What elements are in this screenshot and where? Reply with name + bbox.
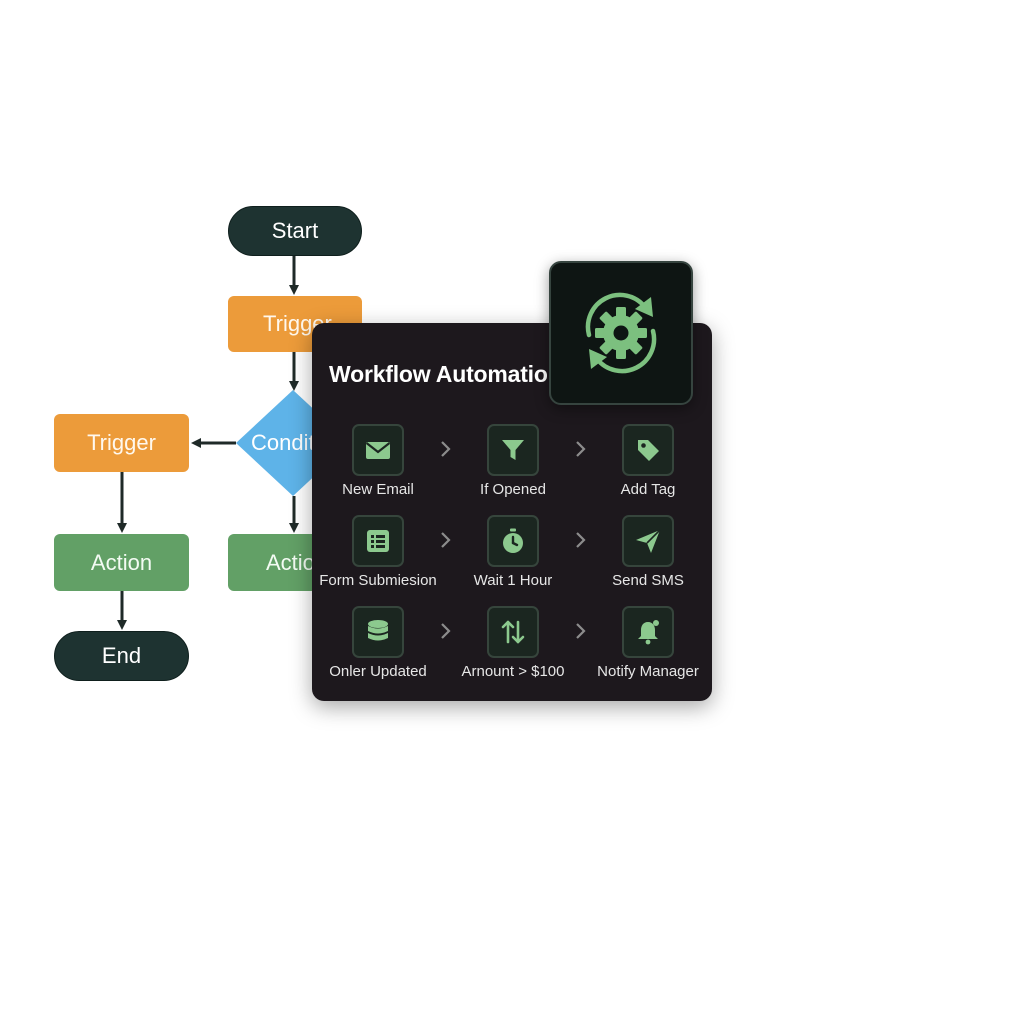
- step-label: Form Submiesion: [319, 572, 437, 589]
- trigger-node-left: Trigger: [54, 414, 189, 472]
- envelope-icon: [352, 424, 404, 476]
- step-label: Onler Updated: [329, 663, 427, 680]
- chevron-right-icon: [576, 623, 586, 639]
- trigger-node-left-label: Trigger: [87, 430, 156, 455]
- step-label: New Email: [342, 481, 414, 498]
- step-order-updated[interactable]: Onler Updated: [308, 606, 448, 686]
- condition-node-label: Conditi: [251, 430, 320, 455]
- step-new-email[interactable]: New Email: [308, 424, 448, 504]
- chevron-right-icon: [441, 623, 451, 639]
- step-label: Add Tag: [620, 481, 676, 498]
- step-label: If Opened: [480, 481, 546, 498]
- chevron-right-icon: [576, 532, 586, 548]
- chevron-right-icon: [576, 441, 586, 457]
- step-form-submission[interactable]: Form Submiesion: [308, 515, 448, 595]
- end-node: End: [54, 631, 189, 681]
- send-icon: [622, 515, 674, 567]
- panel-title: Workflow Automation: [329, 361, 562, 387]
- arrows-up-down-icon: [487, 606, 539, 658]
- action-node-left-label: Action: [90, 549, 153, 575]
- start-node-label: Start: [271, 218, 319, 243]
- action-node-left: Action: [54, 534, 189, 591]
- action-node-right: Actio: [228, 534, 318, 591]
- step-add-tag[interactable]: Add Tag: [578, 424, 718, 504]
- tag-icon: [622, 424, 674, 476]
- step-notify-manager[interactable]: Notify Manager: [578, 606, 718, 686]
- step-label: Arnount > $100: [461, 663, 565, 680]
- step-wait-1-hour[interactable]: Wait 1 Hour: [443, 515, 583, 595]
- end-node-label: End: [101, 643, 142, 668]
- filter-icon: [487, 424, 539, 476]
- start-node: Start: [228, 206, 362, 256]
- chevron-right-icon: [441, 441, 451, 457]
- step-label: Notify Manager: [597, 663, 699, 680]
- form-list-icon: [352, 515, 404, 567]
- step-label: Send SMS: [612, 572, 684, 589]
- chevron-right-icon: [441, 532, 451, 548]
- step-send-sms[interactable]: Send SMS: [578, 515, 718, 595]
- bell-icon: [622, 606, 674, 658]
- stopwatch-icon: [487, 515, 539, 567]
- action-node-right-label: Actio: [266, 549, 315, 575]
- step-label: Wait 1 Hour: [473, 572, 553, 589]
- step-if-opened[interactable]: If Opened: [443, 424, 583, 504]
- database-icon: [352, 606, 404, 658]
- step-amount-over-100[interactable]: Arnount > $100: [443, 606, 583, 686]
- gear-sync-icon: [549, 261, 693, 405]
